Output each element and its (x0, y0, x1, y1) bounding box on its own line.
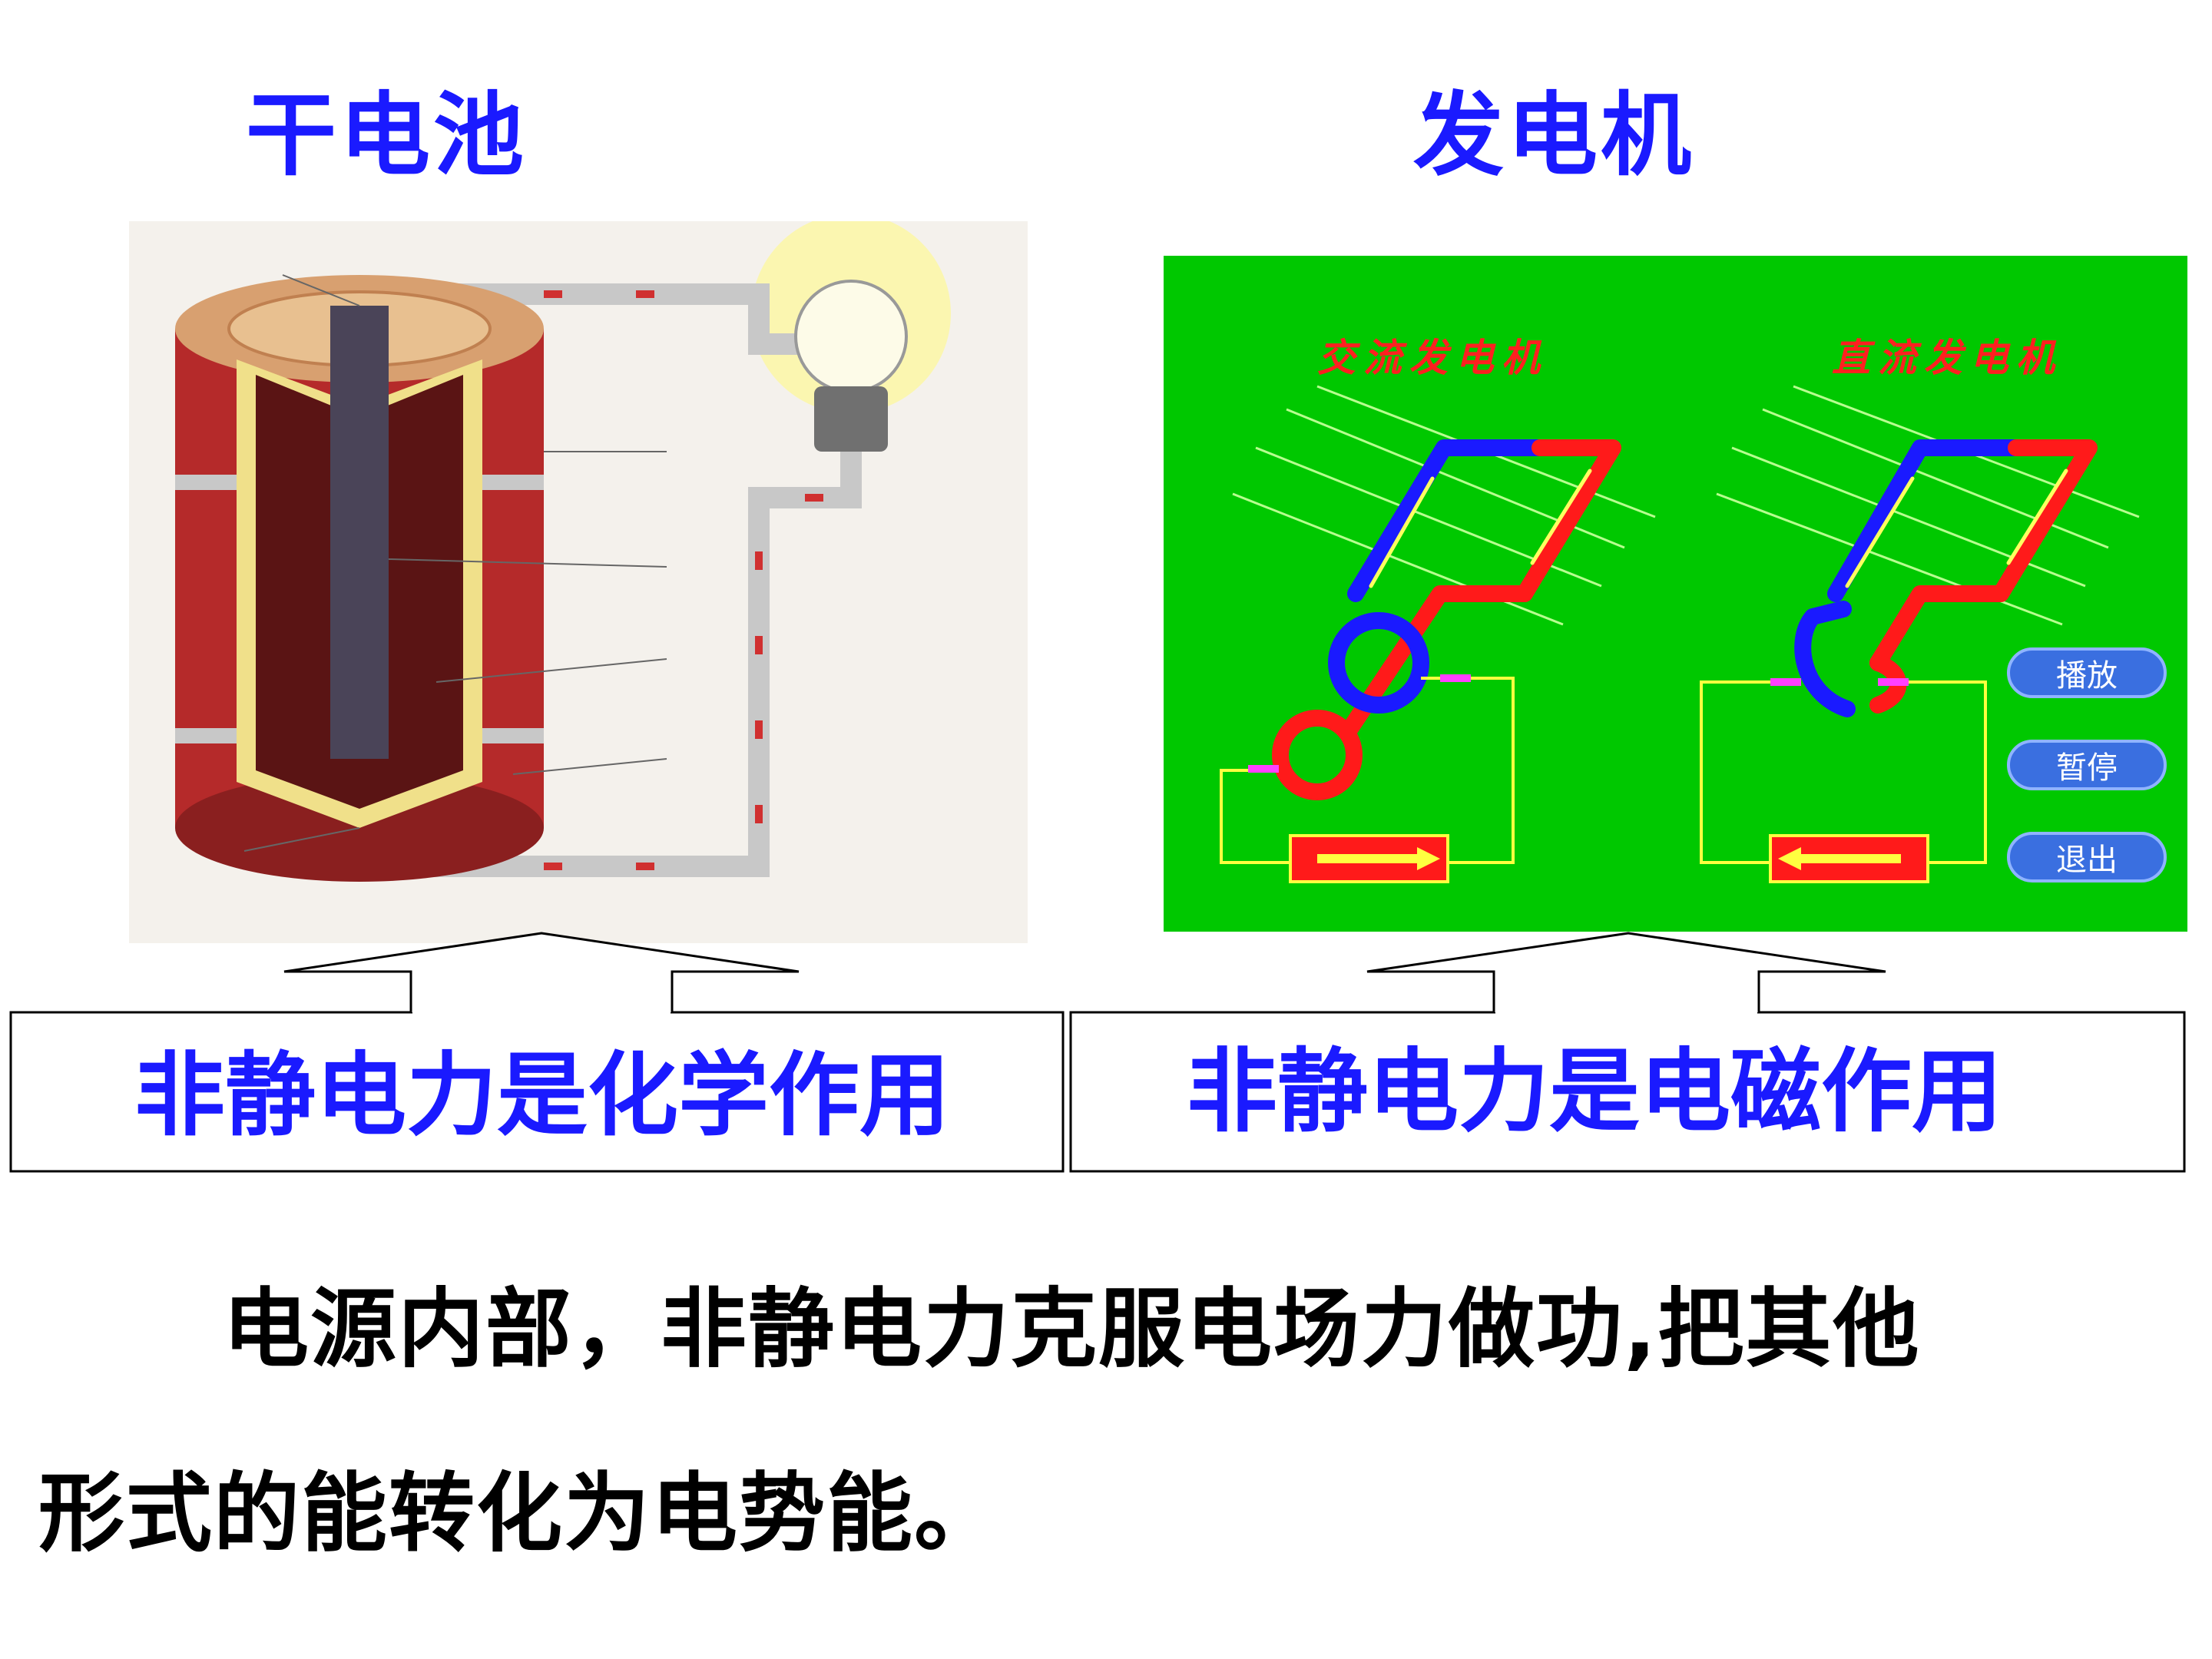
carbon-rod (330, 306, 389, 759)
callout-left-pointer (283, 932, 800, 1012)
label-lines (243, 274, 667, 852)
callout-chemical: 非静电力是化学作用 (134, 1042, 951, 1148)
body-text-line-1: 电源内部，非静电力克服电场力做功,把其他 (223, 1280, 1921, 1379)
body-text-line-2: 形式的能转化为电势能。 (38, 1464, 1002, 1564)
generator-animation-screen: 交流发电机 直流发电机 (1164, 256, 2187, 932)
callout-right-pointer (1366, 932, 1886, 1012)
exit-button[interactable]: 退出 (2007, 832, 2167, 882)
dc-external-circuit (1700, 678, 1987, 883)
ac-external-circuit (1220, 674, 1515, 883)
ac-generator-label: 交流发电机 (1317, 335, 1548, 380)
dry-battery-diagram (129, 221, 1028, 943)
dc-generator-coil (1794, 439, 2098, 717)
dry-battery-illustration (175, 221, 951, 882)
battery-title: 干电池 (246, 82, 528, 188)
bulb-base (814, 386, 888, 452)
bulb-glass (794, 280, 908, 393)
generator-title: 发电机 (1413, 82, 1695, 188)
ac-generator-coil (1272, 439, 1621, 800)
pause-button[interactable]: 暂停 (2007, 740, 2167, 790)
dc-generator-label: 直流发电机 (1832, 335, 2062, 380)
generator-illustration: 交流发电机 直流发电机 (1220, 335, 2140, 883)
callout-electromagnetic: 非静电力是电磁作用 (1187, 1038, 2003, 1144)
play-button[interactable]: 播放 (2007, 647, 2167, 698)
